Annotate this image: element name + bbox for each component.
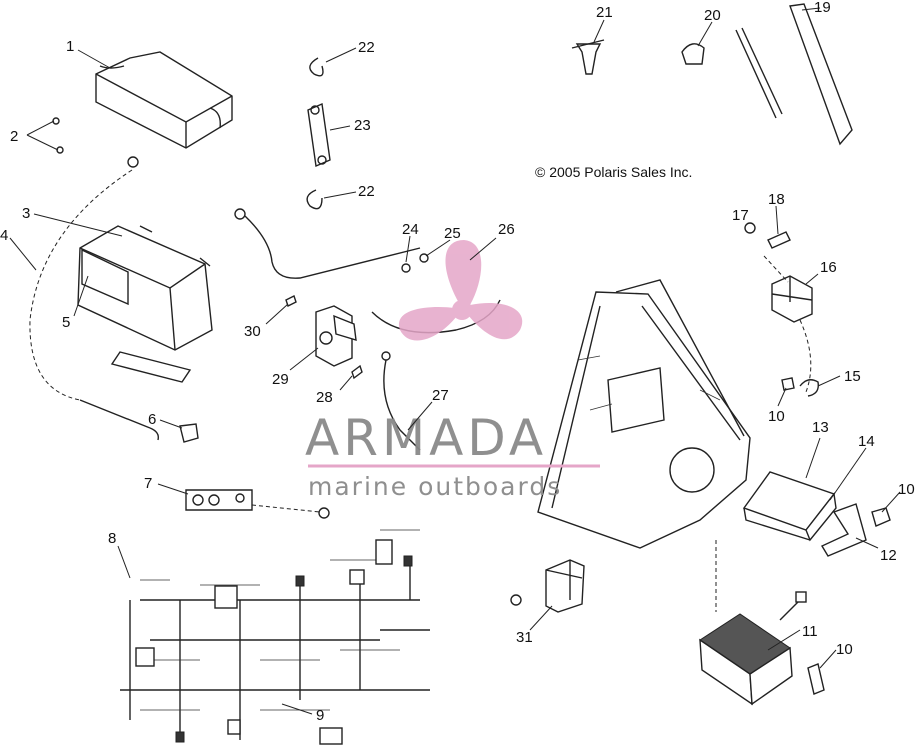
callout-11: 11: [802, 623, 818, 640]
part-cdi-13: [742, 471, 837, 542]
copyright-text: © 2005 Polaris Sales Inc.: [535, 164, 692, 180]
watermark-logo: ARMADA marine outboards: [305, 240, 600, 501]
callout-10a: 10: [768, 408, 785, 425]
callout-28: 28: [316, 389, 333, 406]
part-screws-17-18: [744, 222, 791, 249]
callout-25: 25: [444, 225, 461, 242]
callout-3: 3: [22, 205, 30, 222]
part-regulator-11: [699, 540, 825, 706]
callout-15: 15: [844, 368, 861, 385]
callout-26: 26: [498, 221, 515, 238]
callout-8: 8: [108, 530, 116, 547]
callout-17: 17: [732, 207, 749, 224]
callout-21: 21: [596, 4, 613, 21]
callout-22b: 22: [358, 183, 375, 200]
callout-20: 20: [704, 7, 721, 24]
callout-27: 27: [432, 387, 449, 404]
callout-29: 29: [272, 371, 289, 388]
part-wiring-harness: [120, 529, 430, 745]
callout-22a: 22: [358, 39, 375, 56]
callout-1: 1: [66, 38, 74, 55]
callout-labels: 1 2 3 4 5 6 7 8 9 10 10 10 11 12 13 14 1…: [0, 0, 915, 724]
callout-12: 12: [880, 547, 897, 564]
callout-9: 9: [316, 707, 324, 724]
callout-10c: 10: [836, 641, 853, 658]
callout-30: 30: [244, 323, 261, 340]
part-battery: [77, 156, 213, 383]
part-cable-4: [29, 169, 160, 441]
part-clips-22-23: [306, 57, 331, 210]
callout-24: 24: [402, 221, 419, 238]
part-terminal-6: [179, 423, 199, 443]
part-module-31: [510, 559, 585, 613]
part-frame: [537, 279, 751, 549]
watermark-brand: ARMADA: [305, 409, 547, 467]
callout-14: 14: [858, 433, 875, 450]
callout-18: 18: [768, 191, 785, 208]
callout-23: 23: [354, 117, 371, 134]
part-relay-29: [315, 305, 357, 367]
part-screws-2: [26, 117, 64, 154]
callout-31: 31: [516, 629, 533, 646]
callout-6: 6: [148, 411, 156, 428]
propeller-logo-icon: [398, 240, 523, 341]
part-bracket-7: [185, 489, 330, 519]
part-fasteners-24-25: [401, 253, 429, 273]
part-coil-16: [763, 255, 813, 393]
part-battery-cover: [95, 51, 233, 149]
callout-10b: 10: [898, 481, 915, 498]
part-bracket-12: [820, 503, 891, 557]
callout-16: 16: [820, 259, 837, 276]
callout-13: 13: [812, 419, 829, 436]
part-cable-27: [381, 351, 421, 451]
callout-2: 2: [10, 128, 18, 145]
part-ties-19-21: [571, 3, 853, 146]
watermark-tagline: marine outboards: [308, 472, 562, 501]
part-cable-upper: [234, 208, 421, 279]
part-clamp-15: [781, 377, 819, 397]
callout-5: 5: [62, 314, 70, 331]
callout-7: 7: [144, 475, 152, 492]
leader-lines: [9, 7, 901, 715]
callout-4: 4: [0, 227, 8, 244]
callout-19: 19: [814, 0, 831, 16]
